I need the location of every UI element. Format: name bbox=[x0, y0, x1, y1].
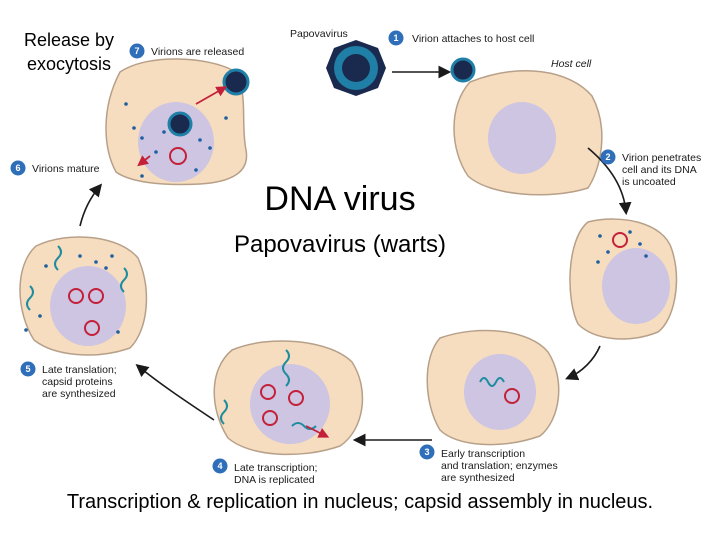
cell-step-3 bbox=[426, 329, 560, 446]
svg-text:7: 7 bbox=[134, 46, 139, 56]
step-2-badge: 2 bbox=[600, 149, 616, 165]
step-1-text: Virion attaches to host cell bbox=[412, 33, 534, 45]
step-6-text: Virions mature bbox=[32, 163, 100, 175]
release-by-exocytosis-label: Release by exocytosis bbox=[23, 30, 115, 74]
step-5-text: Late translation; capsid proteins are sy… bbox=[42, 364, 120, 400]
virion-icon bbox=[167, 111, 193, 137]
svg-text:4: 4 bbox=[217, 461, 222, 471]
subtitle: Papovavirus (warts) bbox=[233, 231, 447, 258]
svg-text:5: 5 bbox=[25, 364, 30, 374]
cell-step-2 bbox=[569, 218, 678, 340]
cell-step-7 bbox=[105, 58, 250, 186]
step-2-text: Virion penetrates cell and its DNA is un… bbox=[622, 152, 704, 188]
virion-icon bbox=[222, 68, 250, 96]
virion-icon bbox=[450, 57, 476, 83]
papovavirus-icon bbox=[326, 40, 386, 96]
step-3-badge: 3 bbox=[419, 444, 435, 460]
cell-step-5 bbox=[19, 236, 148, 356]
svg-text:1: 1 bbox=[393, 33, 398, 43]
papovavirus-label: Papovavirus bbox=[290, 28, 348, 40]
page-title: DNA virus bbox=[264, 180, 416, 218]
svg-text:6: 6 bbox=[15, 163, 20, 173]
host-cell-label: Host cell bbox=[551, 58, 592, 70]
cycle-arrows bbox=[79, 65, 632, 447]
step-7-text: Virions are released bbox=[151, 46, 244, 58]
svg-text:3: 3 bbox=[424, 447, 429, 457]
step-5-badge: 5 bbox=[20, 361, 36, 377]
step-4-badge: 4 bbox=[212, 458, 228, 474]
step-7-badge: 7 bbox=[129, 43, 145, 59]
step-4-text: Late transcription; DNA is replicated bbox=[234, 462, 320, 486]
cell-step-4 bbox=[213, 340, 364, 456]
step-3-text: Early transcription and translation; enz… bbox=[441, 448, 561, 484]
step-6-badge: 6 bbox=[10, 160, 26, 176]
step-1-badge: 1 bbox=[388, 30, 404, 46]
svg-text:2: 2 bbox=[605, 152, 610, 162]
caption: Transcription & replication in nucleus; … bbox=[66, 491, 654, 513]
cell-step-1 bbox=[450, 57, 603, 196]
